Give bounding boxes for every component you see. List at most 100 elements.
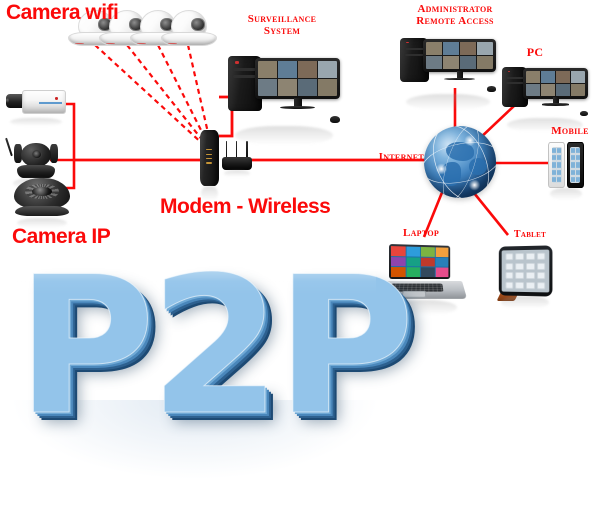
globe-to-laptop-link [422,189,445,238]
camera-lens-icon [31,150,43,160]
app-icon [526,272,535,280]
camera-tile [443,41,460,56]
camera-dome [14,178,70,210]
camera-tile [555,83,570,96]
camera-ir-led-icon [137,43,147,45]
reflection [390,300,458,315]
camera-grid-screen [426,41,493,70]
monitor [522,68,588,99]
ip-camera-box[interactable] [6,86,66,127]
camera-tile [257,60,277,79]
camera-tile [540,71,555,83]
internet-globe[interactable] [424,126,496,198]
app-icon [556,147,559,153]
ip-camera-pantilt[interactable] [5,136,62,189]
app-icon [526,252,535,261]
mobile-label: Mobile [551,125,589,137]
camera-side-wing [14,143,23,163]
app-icon [578,147,581,153]
drive-slot [233,75,257,78]
power-led-icon [507,70,511,73]
tile [421,267,435,277]
camera-tile [426,41,443,56]
app-icon [551,147,554,153]
camera-tile [277,79,297,97]
reflection [9,118,63,127]
app-icon [505,272,513,280]
highlight [468,179,481,191]
app-icon [551,169,554,175]
modem[interactable] [200,130,219,201]
camera-head [21,142,51,168]
camera-grid-screen [257,60,337,97]
laptop-label: Laptop [402,227,440,239]
monitor [423,38,496,73]
camera-tile [426,56,443,70]
app-icon [575,177,578,183]
camera-tile [297,60,317,79]
mouse [487,86,496,92]
camera-tile [477,41,493,56]
app-icon [573,162,576,168]
camera-brand-dot-icon [54,96,59,100]
camera-ip-label: Camera IP [12,225,111,248]
highlight [435,163,448,175]
monitor-foot [279,106,316,109]
tablet[interactable] [496,245,553,309]
phone-white [548,142,566,188]
drive-slot [233,68,257,72]
app-icon [559,155,562,161]
tile [421,246,435,257]
drive-slot [404,48,425,51]
laptop[interactable] [380,244,468,315]
client-pc[interactable] [502,64,588,133]
app-icon [537,252,546,261]
app-icon [573,155,576,161]
admin-pc[interactable] [400,34,496,110]
tile [435,257,449,267]
ip-camera-dome[interactable] [14,178,70,229]
camera-tile [277,60,297,79]
app-icon [556,162,559,168]
wifi-camera-4[interactable] [161,10,217,46]
camera-tile [525,83,540,96]
camera-body [22,89,66,115]
monitor-foot [444,77,475,81]
globe-to-pc-link [477,104,516,141]
camera-tile [555,71,570,83]
keyboard [524,110,585,118]
tablet-shell [498,245,553,297]
app-icon [505,253,513,261]
highlight [464,134,476,147]
drive-slot [404,53,425,56]
app-icon [575,155,578,161]
app-icon [526,262,535,270]
camera-ir-led-icon [168,43,178,45]
ip-camera-links [50,102,202,190]
app-icon [573,169,576,175]
app-icon [515,281,524,289]
mobile-phones[interactable] [548,142,584,200]
reflection [201,186,218,201]
reflection [234,126,334,146]
app-icon [578,177,581,183]
router-body [222,157,252,170]
camera-lens-icon [6,98,10,103]
antenna-icon [225,141,228,158]
camera-tile [525,71,540,83]
app-icon [554,177,557,183]
app-icon [551,177,554,183]
wireless-router[interactable] [222,141,252,178]
camera-base [161,31,217,46]
tile [421,257,435,267]
app-icon [570,169,573,175]
app-icon [554,169,557,175]
app-icon [559,177,562,183]
camera-ir-led-icon [106,43,116,45]
modem-led-icon [206,153,213,155]
app-icon [554,162,557,168]
landmass [445,141,475,161]
surveillance-pc[interactable] [228,52,340,146]
